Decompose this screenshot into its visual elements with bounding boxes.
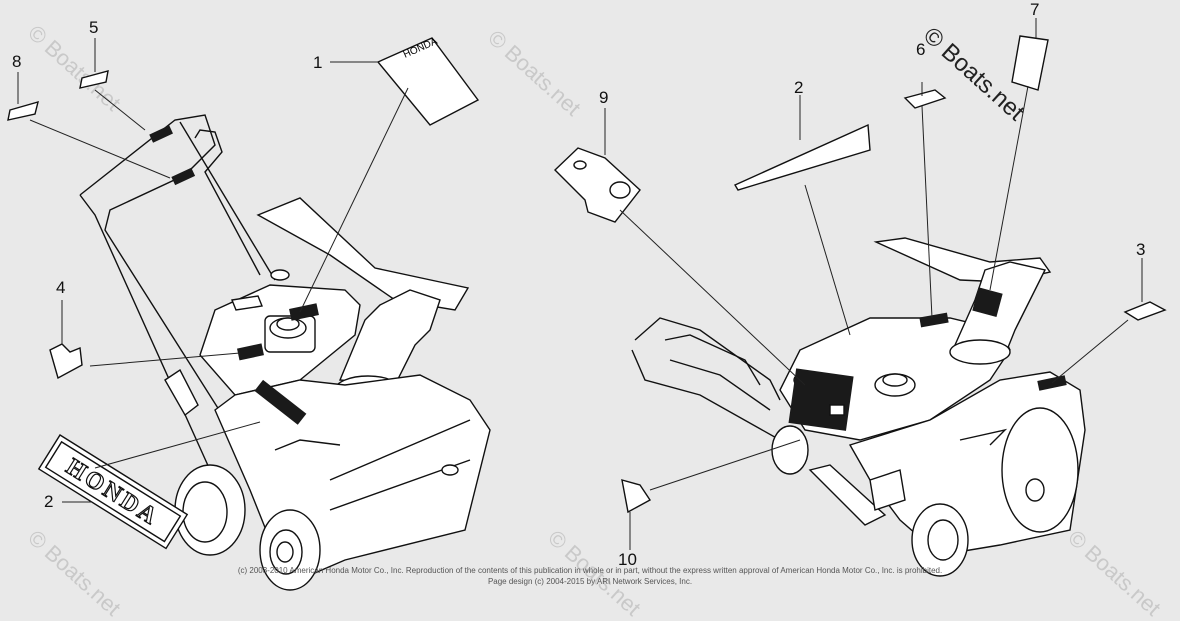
part-6-decal	[903, 89, 947, 109]
part-2-logo-plate: HONDA	[37, 434, 189, 550]
callout-3[interactable]: 3	[1136, 240, 1146, 259]
callout-7[interactable]: 7	[1030, 0, 1040, 19]
right-loose-parts	[553, 35, 1167, 514]
footer-page-design: Page design (c) 2004-2015 by ARI Network…	[487, 577, 693, 586]
callout-4[interactable]: 4	[56, 278, 66, 297]
snowblower-right	[631, 237, 1086, 577]
callout-1[interactable]: 1	[313, 53, 323, 72]
part-2-strip	[733, 123, 871, 191]
part-1-sticker	[376, 37, 480, 126]
right-leader-lines	[604, 18, 1143, 550]
callout-10[interactable]: 10	[618, 550, 637, 569]
callout-5[interactable]: 5	[89, 18, 99, 37]
callout-6[interactable]: 6	[916, 40, 926, 59]
left-leader-lines	[17, 38, 409, 503]
snowblower-left	[79, 114, 491, 591]
callout-8[interactable]: 8	[12, 52, 22, 71]
callout-9[interactable]: 9	[599, 88, 609, 107]
part-5-decal	[79, 70, 109, 89]
part-10-decal	[621, 479, 652, 514]
part-7-decal	[1011, 35, 1049, 91]
callout-2-right[interactable]: 2	[794, 78, 804, 97]
part-3-decal	[1123, 301, 1167, 321]
footer-copyright: (c) 2003-2010 American Honda Motor Co., …	[237, 566, 943, 575]
part-4-decal	[49, 343, 83, 380]
part-8-decal	[7, 100, 39, 121]
callout-2-left[interactable]: 2	[44, 492, 54, 511]
